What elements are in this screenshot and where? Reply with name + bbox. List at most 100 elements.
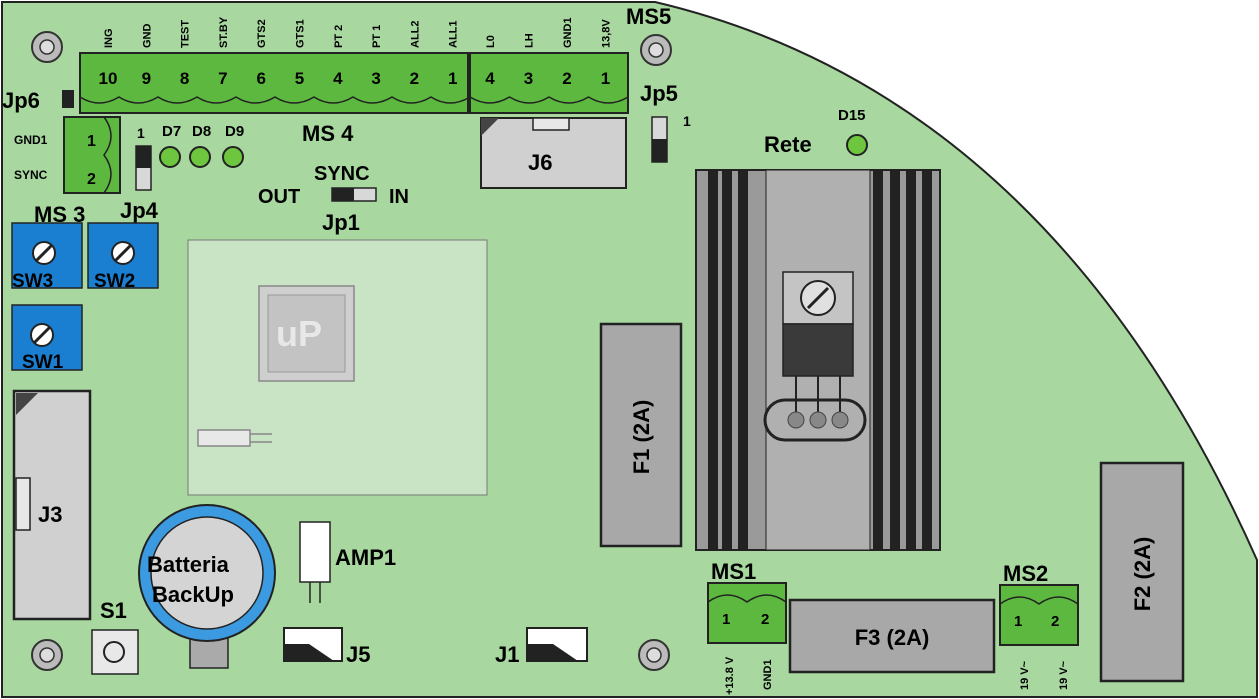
ms2-pin2-number: 2	[1051, 613, 1059, 630]
ms4-pin-number: 1	[448, 69, 457, 88]
ms1-pin1-number: 1	[722, 611, 730, 628]
jp5-label: Jp5	[640, 81, 678, 106]
ms5-pin-name: 13,8V	[601, 19, 613, 48]
ms5-pin-number: 4	[485, 69, 495, 88]
fuse-f1-label: F1 (2A)	[629, 400, 654, 475]
jp4-jumper	[135, 145, 152, 191]
ms4-pin-name: TEST	[180, 20, 192, 48]
j1-header	[526, 627, 588, 662]
jp1-in-label: IN	[389, 186, 409, 208]
ms4-pin-number: 6	[256, 69, 265, 88]
led-d15-label: D15	[838, 107, 866, 124]
j6-label: J6	[528, 150, 552, 175]
ms4-pin-number: 9	[142, 69, 151, 88]
ms5-pin-number: 1	[601, 69, 610, 88]
ms4-pin-number: 10	[99, 69, 118, 88]
ms4-pin-number: 8	[180, 69, 189, 88]
backup-battery	[138, 504, 276, 669]
jp4-pin-label: 1	[137, 125, 145, 141]
jp6-label: Jp6	[2, 88, 40, 113]
ms1-pin2-number: 2	[761, 611, 769, 628]
leds-d7-d9	[159, 146, 244, 168]
ms4-pin-number: 4	[333, 69, 343, 88]
ms3-pin2-name: SYNC	[14, 168, 48, 182]
ms5-pin-name: LH	[524, 33, 536, 48]
ms4-pin-name: ST.BY	[218, 16, 230, 48]
ms2-terminal-block	[999, 584, 1079, 646]
ms3-pin2-number: 2	[87, 171, 96, 188]
trimmer-sw3	[11, 222, 83, 289]
jp1-jumper	[331, 187, 377, 202]
ms4-pin-name: PT 2	[333, 25, 345, 48]
jp5-jumper	[651, 116, 668, 163]
ms1-pin1-name: +13.8 V	[724, 656, 736, 695]
jp1-sync-label: SYNC	[314, 163, 370, 185]
fuse-f3	[788, 598, 996, 674]
battery-label-line1: Batteria	[147, 552, 230, 577]
ms4-pin-number: 2	[410, 69, 419, 88]
j6-header	[480, 117, 627, 189]
ms2-pin1-name: 19 V~	[1019, 660, 1031, 690]
led-d9-label: D9	[225, 123, 244, 140]
ms1-pin2-name: GND1	[762, 659, 774, 690]
ms1-label: MS1	[711, 559, 756, 584]
ms5-pin-number: 2	[562, 69, 571, 88]
ms3-terminal-block	[63, 116, 121, 194]
ms4-terminal-block: ING 10 GND 9 TEST 8 ST.BY 7 GTS2 6 GTS1 5 PT 2 4 PT 1 3…	[79, 16, 471, 114]
ms2-pin2-name: 19 V~	[1058, 660, 1070, 690]
s1-label: S1	[100, 598, 127, 623]
jp1-label: Jp1	[322, 210, 360, 235]
ms4-pin-name: PT 1	[371, 25, 383, 48]
amp1-label: AMP1	[335, 545, 396, 570]
sw2-label: SW2	[94, 271, 135, 292]
ms5-terminal-block: L0 4 LH 3 GND1 2 13,8V 1	[469, 17, 629, 114]
ms4-pin-name: ING	[103, 28, 115, 48]
trimmer-sw1	[11, 304, 83, 371]
ms4-pin-name: GND	[141, 24, 153, 49]
ms4-pin-name: ALL1	[448, 21, 460, 49]
ms5-pin-number: 3	[524, 69, 533, 88]
jp1-out-label: OUT	[258, 186, 300, 208]
ms5-label: MS5	[626, 4, 671, 29]
ms4-pin-name: GTS1	[295, 19, 307, 48]
j1-label: J1	[495, 642, 519, 667]
trimmer-sw2	[87, 222, 159, 289]
ms3-pin1-name: GND1	[14, 133, 48, 147]
fuse-f2-label: F2 (2A)	[1130, 537, 1155, 612]
ms2-pin1-number: 1	[1014, 613, 1022, 630]
jp4-label: Jp4	[120, 198, 159, 223]
ms4-pin-number: 3	[371, 69, 380, 88]
led-d15	[846, 134, 868, 156]
ms4-pin-name: ALL2	[409, 21, 421, 49]
pushbutton-s1	[91, 629, 139, 675]
led-d8-label: D8	[192, 123, 211, 140]
voltage-regulator	[763, 271, 867, 442]
fuse-f1	[599, 322, 683, 548]
ms4-label: MS 4	[302, 121, 354, 146]
ms1-terminal-block	[707, 582, 787, 644]
ms5-pin-name: L0	[485, 35, 497, 48]
sw1-label: SW1	[22, 352, 64, 373]
led-d7-label: D7	[162, 123, 181, 140]
j5-header	[283, 627, 343, 662]
jp5-pin-label: 1	[683, 113, 691, 129]
j5-label: J5	[346, 642, 370, 667]
ms4-pin-number: 7	[218, 69, 227, 88]
up-label: uP	[276, 313, 322, 354]
j3-label: J3	[38, 502, 62, 527]
j3-header	[12, 389, 92, 621]
fuse-f3-label: F3 (2A)	[855, 625, 930, 650]
ms5-pin-name: GND1	[562, 17, 574, 48]
battery-label-line2: BackUp	[152, 582, 234, 607]
mounting-holes	[31, 31, 672, 671]
ms3-pin1-number: 1	[87, 133, 96, 150]
ms4-pin-name: GTS2	[256, 19, 268, 48]
microprocessor	[187, 239, 488, 496]
amp1-component	[299, 521, 331, 603]
ms4-pin-number: 5	[295, 69, 304, 88]
ms2-label: MS2	[1003, 561, 1048, 586]
sw3-label: SW3	[12, 271, 53, 292]
fuse-f2	[1099, 461, 1185, 683]
jp6-jumper	[62, 90, 74, 108]
